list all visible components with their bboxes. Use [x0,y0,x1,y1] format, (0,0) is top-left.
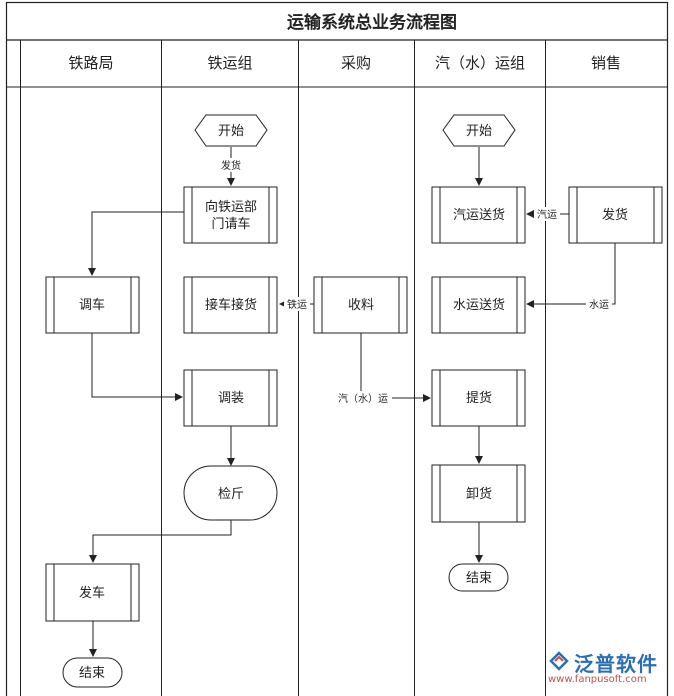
edge-label-bg [218,158,244,172]
depart-label: 发车 [79,585,105,601]
process-pickup-goods [183,276,278,334]
take-goods-label: 提货 [466,390,492,406]
end-node-road [448,563,509,592]
edge-receive-to-take [360,333,431,402]
edge-label-bg [586,297,612,311]
edge-label-deliver: 发货 [221,159,241,172]
terminator-inspection [183,465,278,521]
edge-label-bg [534,207,560,221]
edge-label-water: 水运 [589,299,609,311]
edge-request-to-dispatch [88,211,184,276]
watermark: 泛普软件 www.fanpusoft.com [548,648,668,692]
lane-header-purchasing: 采购 [341,54,371,72]
end-road-label: 结束 [466,571,492,586]
inspection-label: 检斤 [218,487,244,502]
edge-label-bg [284,297,310,311]
road-send-label: 汽运送货 [453,207,505,223]
water-send-label: 水运送货 [453,297,505,313]
end-node-rail [62,657,123,688]
start-rail-label: 开始 [218,124,244,139]
process-request-car [183,186,278,244]
process-dispatch-car [45,276,140,334]
process-road-send [431,186,526,244]
pickup-goods-label: 接车接货 [205,297,257,313]
edge-label-road-water: 汽（水）运 [338,392,388,405]
request-car-label: 向铁运部门请车 [205,199,257,232]
brand-logo-icon [549,651,569,671]
process-ship [568,186,663,244]
process-take-goods [431,369,526,427]
watermark-brand: 泛普软件 [574,652,658,676]
edge-inspection-to-depart [89,520,232,563]
lane-header-railway-bureau: 铁路局 [68,54,113,72]
process-loading [183,369,278,427]
unload-label: 卸货 [466,486,492,502]
process-receive [313,276,408,334]
ship-label: 发货 [602,207,628,223]
end-rail-label: 结束 [79,666,105,681]
lane-header-sales: 销售 [591,54,621,72]
edge-ship-to-watersend [526,243,616,308]
receive-label: 收料 [348,298,374,313]
edge-label-rail: 铁运 [287,298,307,311]
lane-header-road-water-group: 汽（水）运组 [435,54,525,72]
start-node-rail [194,114,268,147]
edge-label-bg [334,391,392,405]
diagram-frame [5,1,669,696]
start-road-label: 开始 [466,124,492,139]
process-unload [431,464,526,523]
diagram-title: 运输系统总业务流程图 [287,12,457,33]
watermark-url: www.fanpusoft.com [548,674,647,685]
process-depart [45,563,140,622]
dispatch-car-label: 调车 [79,297,105,313]
edge-dispatch-to-loading [91,333,183,401]
start-node-road [442,114,516,147]
loading-label: 调装 [218,391,244,406]
process-water-send [431,276,526,334]
lane-header-rail-group: 铁运组 [207,54,252,72]
edge-label-road: 汽运 [537,208,557,221]
